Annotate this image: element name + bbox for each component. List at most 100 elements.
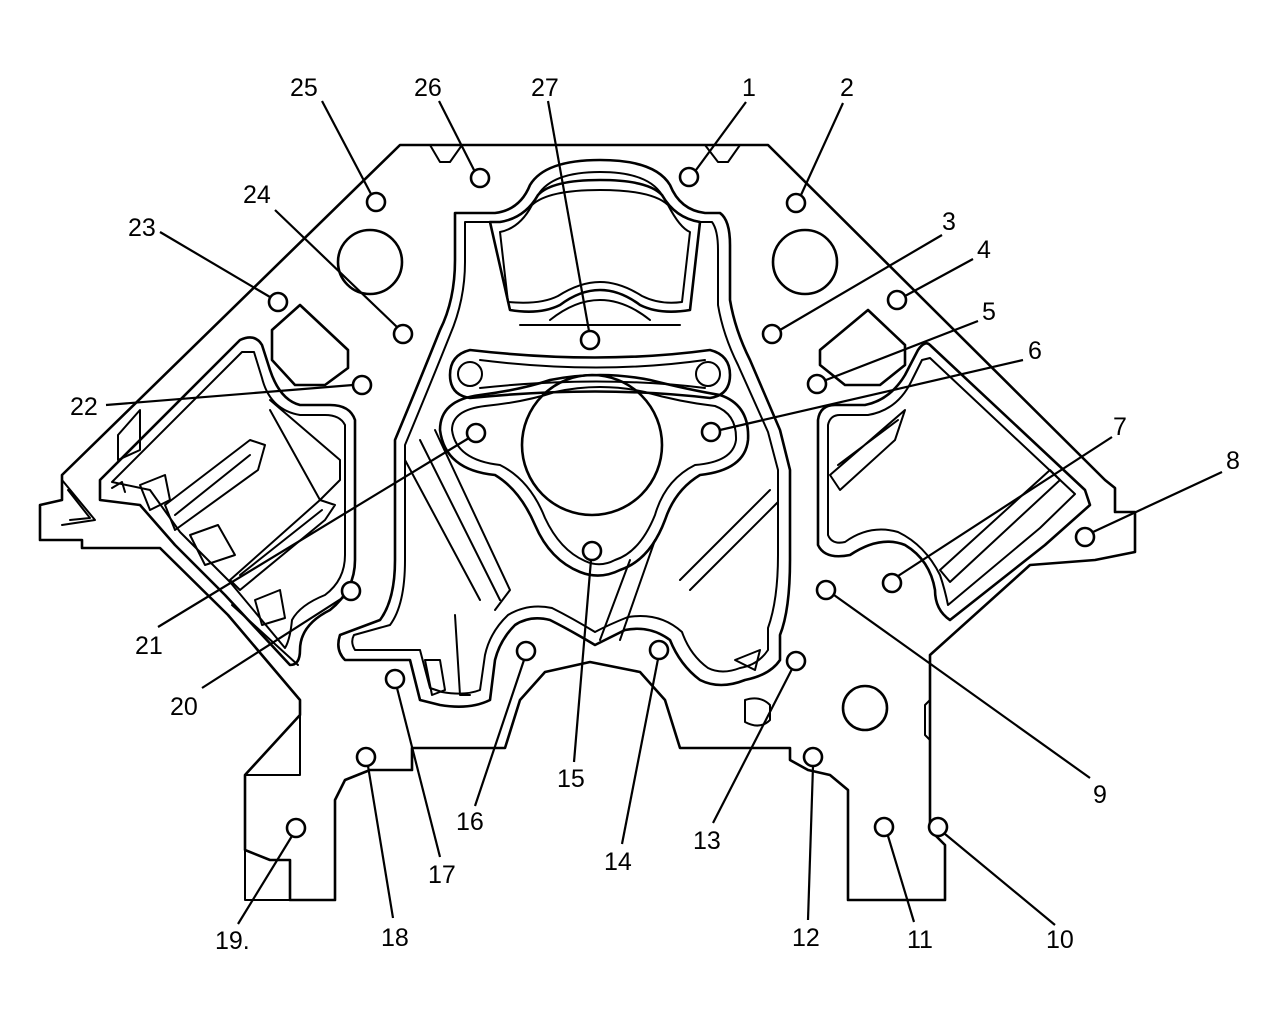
bolt-hole-23 <box>267 291 289 313</box>
leader-5 <box>825 319 979 382</box>
right-upper-port <box>771 228 839 296</box>
left-upper-port <box>336 228 404 296</box>
bolt-hole-12 <box>802 746 824 768</box>
leader-25 <box>321 100 372 195</box>
rib-left <box>404 429 511 611</box>
callout-label-15: 15 <box>557 765 585 793</box>
bore-flange-inner <box>451 386 738 566</box>
bolt-hole-16 <box>515 640 537 662</box>
rib-small-right <box>734 649 761 671</box>
left-bank-gasket-outer <box>98 336 357 667</box>
left-upper-pad <box>270 303 350 387</box>
callout-label-11: 11 <box>907 926 933 954</box>
bolt-hole-18 <box>355 746 377 768</box>
callout-label-25: 25 <box>290 74 318 102</box>
center-gasket-outer <box>337 158 792 708</box>
callout-label-13: 13 <box>693 827 721 855</box>
left-pocket-a <box>189 524 236 566</box>
bolt-hole-14 <box>648 639 670 661</box>
left-pocket-b <box>111 474 171 511</box>
left-fin-2 <box>229 499 336 591</box>
leader-11 <box>886 835 916 923</box>
callout-label-4: 4 <box>977 236 991 264</box>
leader-23 <box>159 231 271 298</box>
leader-21 <box>157 437 470 628</box>
callout-label-10: 10 <box>1046 926 1074 954</box>
bolt-hole-26 <box>469 167 491 189</box>
callout-label-20: 20 <box>170 693 198 721</box>
left-inner-pad <box>269 399 341 501</box>
right-bar <box>939 469 1061 583</box>
callout-label-12: 12 <box>792 924 820 952</box>
block-outline-right-step <box>924 699 931 741</box>
left-nose <box>61 479 96 526</box>
callout-label-22: 22 <box>70 393 98 421</box>
right-upper-pad <box>818 308 907 387</box>
right-fin <box>829 409 906 491</box>
crankshaft-bore <box>520 373 664 517</box>
bore-flange <box>438 373 750 577</box>
right-bank-gasket-inner <box>827 357 1076 606</box>
crossbar-inner <box>479 359 706 389</box>
bolt-hole-9 <box>815 579 837 601</box>
leader-20 <box>201 596 345 689</box>
left-fin-1 <box>164 439 266 531</box>
bolt-hole-19 <box>285 817 307 839</box>
crossbar-hole-right <box>695 361 721 387</box>
leader-15 <box>572 559 593 763</box>
callout-label-16: 16 <box>456 808 484 836</box>
bolt-hole-8 <box>1074 526 1096 548</box>
left-bank-gasket-inner <box>111 351 346 649</box>
callout-label-19: 19. <box>215 927 250 955</box>
bolt-hole-2 <box>785 192 807 214</box>
bolt-hole-17 <box>384 668 406 690</box>
leader-6 <box>719 358 1024 432</box>
callout-label-9: 9 <box>1093 781 1107 809</box>
leader-10 <box>944 833 1056 926</box>
callout-label-17: 17 <box>428 861 456 889</box>
leader-18 <box>366 765 395 919</box>
leader-12 <box>806 765 815 921</box>
rib-right <box>599 489 779 641</box>
crossbar-hole-left <box>457 361 483 387</box>
top-notch-left <box>429 144 463 163</box>
bolt-hole-27 <box>579 329 601 351</box>
bolt-hole-3 <box>761 323 783 345</box>
leader-8 <box>1092 471 1223 533</box>
leader-7 <box>897 436 1113 577</box>
callout-label-7: 7 <box>1113 413 1127 441</box>
right-lower-slot <box>744 697 771 727</box>
callout-label-23: 23 <box>128 214 156 242</box>
bolt-hole-24 <box>392 323 414 345</box>
bolt-hole-22 <box>351 374 373 396</box>
callout-label-18: 18 <box>381 924 409 952</box>
block-outline-left-step <box>244 714 301 901</box>
leader-4 <box>904 258 974 297</box>
leader-13 <box>712 668 793 824</box>
right-lower-port <box>841 684 889 732</box>
bolt-hole-7 <box>881 572 903 594</box>
leader-2 <box>799 102 845 196</box>
bolt-hole-15 <box>581 540 603 562</box>
callout-label-14: 14 <box>604 848 632 876</box>
bolt-hole-21 <box>465 422 487 444</box>
leader-17 <box>395 687 442 858</box>
callout-label-5: 5 <box>982 298 996 326</box>
bolt-hole-5 <box>806 373 828 395</box>
leader-9 <box>833 594 1091 779</box>
top-notch-right <box>704 144 741 163</box>
leader-1 <box>695 101 747 171</box>
callout-label-3: 3 <box>942 208 956 236</box>
bolt-hole-4 <box>886 289 908 311</box>
right-bank-gasket-outer <box>816 342 1092 622</box>
bolt-hole-13 <box>785 650 807 672</box>
bolt-hole-6 <box>700 421 722 443</box>
upper-window-inner <box>499 189 691 304</box>
callout-label-26: 26 <box>414 74 442 102</box>
bolt-hole-10 <box>927 816 949 838</box>
upper-window-outer <box>488 178 702 313</box>
bolt-hole-1 <box>678 166 700 188</box>
lower-left-pocket <box>424 614 471 696</box>
crossbar-outer <box>448 348 732 400</box>
